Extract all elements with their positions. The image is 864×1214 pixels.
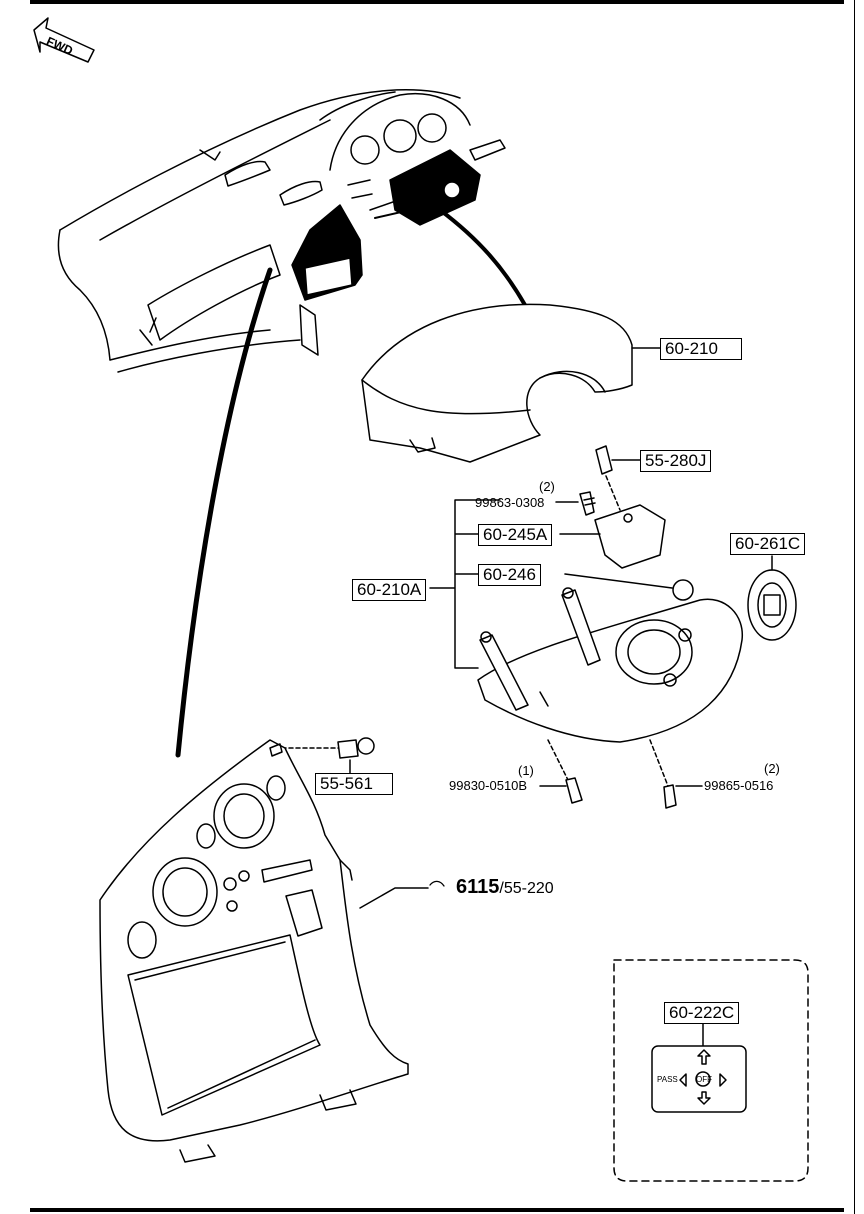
instrument-panel <box>99 739 409 1163</box>
fwd-arrow-icon <box>33 17 95 63</box>
part-55-280J-label: 55-280J <box>640 450 712 472</box>
ref-6115-label: 6115/55-220 <box>432 876 554 899</box>
part-99863-0308-label: 99863-0308 <box>475 495 545 510</box>
part-99865-0516-label: 99865-0516 <box>704 778 774 793</box>
inset-box <box>613 959 809 1182</box>
qty-99863-label: (2) <box>539 479 555 494</box>
part-99830-0510B-label: 99830-0510B <box>449 778 528 793</box>
part-60-210-label: 60-210 <box>660 338 742 360</box>
part-60-245A-label: 60-245A <box>478 524 553 546</box>
qty-99830-label: (1) <box>518 763 534 778</box>
part-55-561-label: 55-561 <box>315 773 393 795</box>
top-border <box>30 0 844 4</box>
dashboard-outline <box>57 89 506 373</box>
bottom-border <box>30 1208 844 1212</box>
column-switch-block <box>389 149 481 226</box>
right-border <box>854 0 864 1214</box>
ref-6115-main: 6115 <box>456 876 500 898</box>
part-60-246-label: 60-246 <box>478 564 541 586</box>
part-60-261C-label: 60-261C <box>730 533 806 555</box>
ref-6115-sub: /55-220 <box>499 880 554 897</box>
lower-column-cover <box>477 587 743 743</box>
switch-pass-label: PASS <box>657 1075 678 1084</box>
switch-off-label: OFF <box>696 1075 712 1084</box>
upper-column-cover <box>361 303 633 463</box>
part-60-210A-label: 60-210A <box>352 579 427 601</box>
qty-99865-label: (2) <box>764 761 780 776</box>
part-60-222C-label: 60-222C <box>664 1002 740 1024</box>
